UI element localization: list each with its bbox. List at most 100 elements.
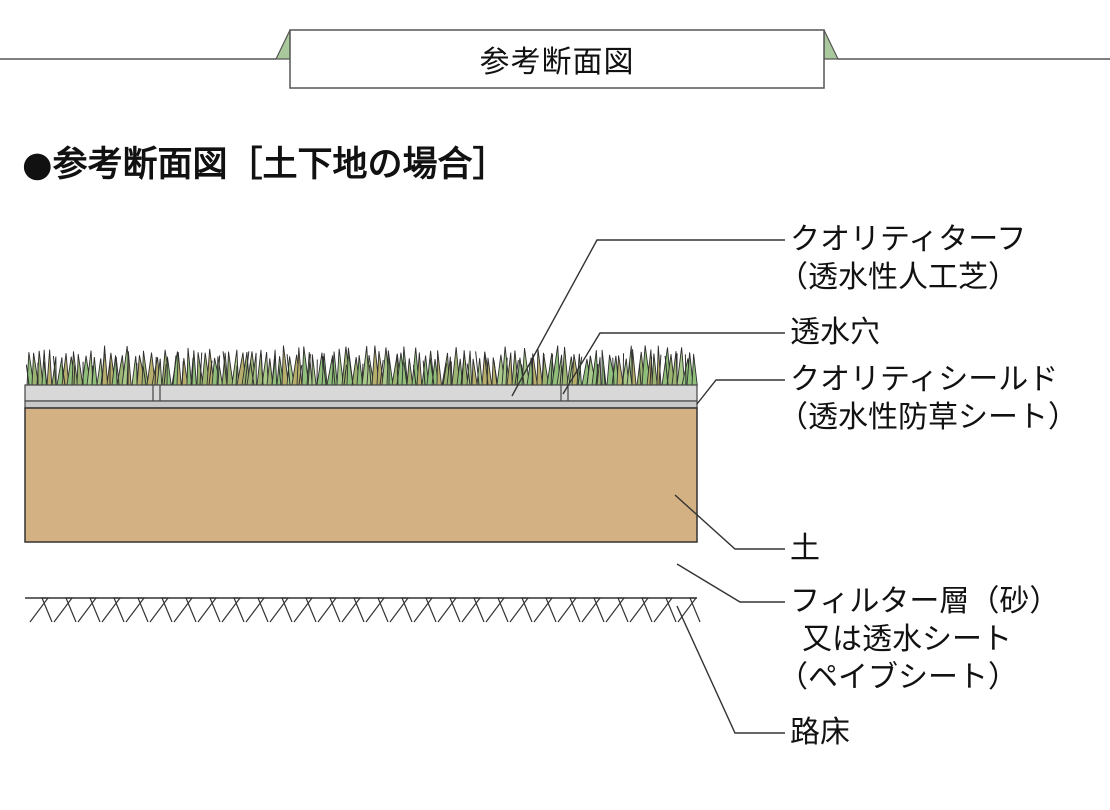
grass-blade-stroke bbox=[278, 365, 282, 386]
hatch-mark bbox=[581, 597, 605, 623]
grass-blade bbox=[406, 358, 414, 386]
grass-blade-stroke bbox=[450, 361, 453, 386]
grass-blade-stroke bbox=[91, 365, 94, 386]
grass-blade bbox=[76, 354, 84, 386]
grass-blade-stroke bbox=[595, 363, 599, 386]
grass-blade-stroke bbox=[181, 361, 184, 386]
grass-blade-stroke bbox=[298, 365, 303, 386]
grass-blade-stroke bbox=[199, 352, 203, 386]
grass-blade-stroke bbox=[154, 356, 157, 386]
grass-blade-stroke bbox=[638, 364, 642, 386]
grass-blade-stroke bbox=[61, 365, 66, 386]
grass-blade-stroke bbox=[343, 364, 348, 386]
grass-blade bbox=[651, 353, 658, 386]
grass-blade bbox=[416, 352, 423, 386]
hatch-mark bbox=[461, 597, 485, 623]
hatch-mark bbox=[293, 597, 317, 623]
grass-blade-stroke bbox=[684, 354, 687, 386]
grass-blade-stroke bbox=[331, 355, 336, 386]
turf-grass-layer bbox=[25, 345, 698, 386]
grass-blade-stroke bbox=[396, 354, 399, 386]
weed-control-sheet bbox=[24, 400, 698, 409]
grass-blade-stroke bbox=[322, 356, 327, 386]
hatch-mark bbox=[341, 597, 365, 623]
grass-blade bbox=[631, 349, 637, 386]
grass-blade-stroke bbox=[422, 360, 426, 386]
grass-blade-stroke bbox=[260, 354, 264, 386]
grass-blade-stroke bbox=[505, 357, 508, 386]
hatch-mark bbox=[605, 597, 629, 623]
label-quality-turf: クオリティターフ bbox=[790, 222, 1027, 257]
header-tab-left bbox=[275, 29, 291, 60]
grass-blade bbox=[536, 348, 544, 386]
hatch-mark bbox=[149, 597, 173, 623]
subgrade-hatching bbox=[29, 597, 701, 623]
grass-blade-stroke bbox=[190, 357, 194, 386]
grass-blade-stroke bbox=[217, 355, 221, 386]
label-filter-alt-desc: （ペイブシート） bbox=[778, 660, 1018, 695]
leader-subgrade bbox=[676, 605, 785, 734]
leader-quality-shield bbox=[696, 379, 785, 405]
hatch-mark bbox=[125, 597, 149, 623]
grass-blade bbox=[386, 350, 394, 386]
grass-blade-stroke bbox=[244, 351, 250, 386]
grass-blade-stroke bbox=[429, 357, 435, 386]
grass-blade-stroke bbox=[541, 354, 545, 386]
hatch-mark bbox=[269, 597, 293, 623]
header-tab-right bbox=[823, 29, 839, 60]
grass-blade-stroke bbox=[25, 364, 30, 386]
grass-blade-stroke bbox=[612, 357, 615, 386]
label-subgrade: 路床 bbox=[790, 715, 850, 750]
grass-blade bbox=[166, 356, 172, 386]
grass-blade-stroke bbox=[658, 354, 662, 386]
label-quality-shield: クオリティシールド bbox=[790, 362, 1059, 397]
hatch-mark bbox=[389, 597, 413, 623]
grass-blade-stroke bbox=[559, 365, 563, 386]
label-soil: 土 bbox=[790, 531, 820, 566]
hatch-mark bbox=[77, 597, 101, 623]
grass-blade-stroke bbox=[550, 354, 554, 386]
hatch-mark bbox=[221, 597, 245, 623]
leader-quality-turf bbox=[511, 239, 785, 397]
grass-blade-stroke bbox=[568, 362, 573, 386]
grass-blade-stroke bbox=[628, 362, 633, 386]
grass-blade-stroke bbox=[484, 353, 489, 386]
grass-blade bbox=[46, 349, 53, 386]
grass-blade-stroke bbox=[368, 365, 372, 386]
grass-blade bbox=[176, 352, 182, 386]
label-quality-turf-desc: （透水性人工芝） bbox=[778, 260, 1018, 295]
grass-blade-stroke bbox=[249, 362, 255, 386]
hatch-mark bbox=[101, 597, 125, 623]
leader-soil bbox=[674, 494, 785, 550]
grass-blade bbox=[436, 350, 443, 386]
grass-blade-stroke bbox=[115, 356, 120, 386]
label-drain-holes: 透水穴 bbox=[790, 315, 880, 350]
grass-blade-stroke bbox=[664, 355, 669, 386]
grass-blade-stroke bbox=[208, 360, 213, 386]
grass-blade-stroke bbox=[412, 365, 417, 386]
leader-drain-holes bbox=[562, 332, 785, 395]
hatch-mark bbox=[509, 597, 533, 623]
grass-blade-stroke bbox=[271, 356, 276, 386]
grass-blade-stroke bbox=[235, 365, 238, 386]
grass-blade bbox=[226, 351, 234, 386]
grass-blade-stroke bbox=[222, 351, 228, 386]
hatch-mark bbox=[653, 597, 677, 623]
grass-blade bbox=[311, 354, 317, 386]
grass-blade-stroke bbox=[52, 355, 57, 386]
grass-blade-stroke bbox=[163, 363, 167, 386]
grass-blade-stroke bbox=[475, 351, 480, 386]
grass-blade-stroke bbox=[466, 363, 471, 386]
hatch-mark bbox=[245, 597, 269, 623]
hatch-mark bbox=[29, 597, 53, 623]
label-quality-shield-desc: （透水性防草シート） bbox=[778, 400, 1078, 435]
grass-blade-stroke bbox=[577, 356, 583, 386]
grass-blade-stroke bbox=[531, 358, 534, 386]
hatch-mark bbox=[197, 597, 221, 623]
grass-blade-stroke bbox=[622, 353, 625, 386]
hatch-mark bbox=[485, 597, 509, 623]
grass-blade bbox=[561, 346, 569, 386]
hatch-mark bbox=[677, 597, 701, 623]
header-title-box bbox=[289, 29, 825, 89]
